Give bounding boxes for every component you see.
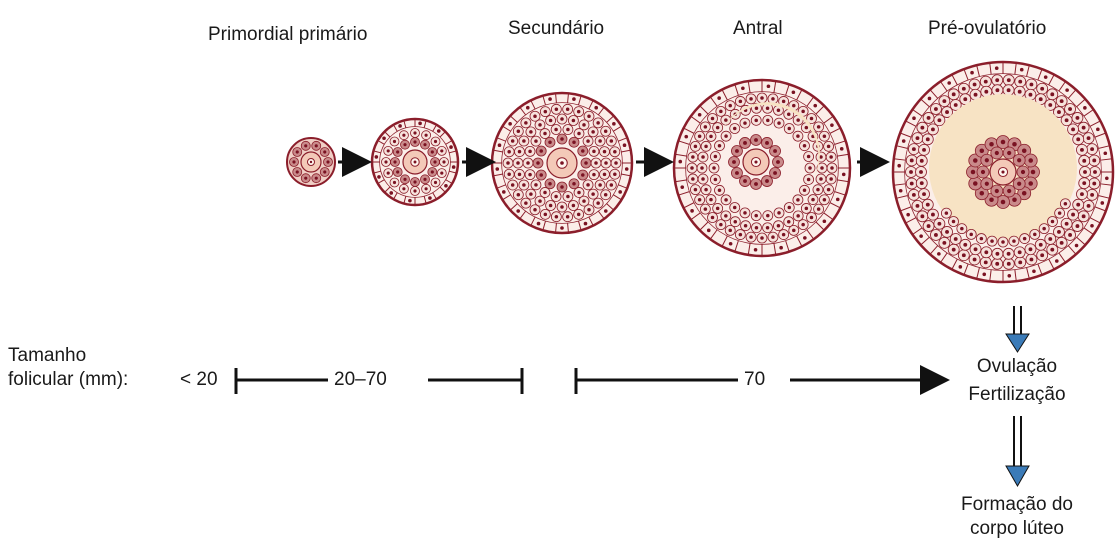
size-less-than-20: < 20 [180,369,218,391]
outcome-fertilization: Fertilização [968,384,1065,406]
stage-label-antral: Antral [733,18,783,40]
blue-arrow-to-ovulation [1006,306,1029,352]
outcome-corpus-luteum-line2: corpo lúteo [970,518,1064,540]
antral-follicle [674,80,850,256]
stage-label-preovulatory: Pré-ovulatório [928,18,1046,40]
secondary-follicle [492,93,632,233]
size-label-line2: folicular (mm): [8,369,128,391]
primary-follicle [372,119,458,205]
stage-label-secondary: Secundário [508,18,604,40]
outcome-ovulation: Ovulação [977,356,1057,378]
stage-label-primordial-primary: Primordial primário [208,24,367,46]
size-label-line1: Tamanho [8,345,86,367]
size-range-20-70: 20–70 [334,369,387,391]
size-70: 70 [744,369,765,391]
blue-arrow-to-corpus-luteum [1006,416,1029,486]
primordial-follicle [287,138,335,186]
preovulatory-follicle [893,62,1113,282]
outcome-corpus-luteum-line1: Formação do [961,494,1073,516]
